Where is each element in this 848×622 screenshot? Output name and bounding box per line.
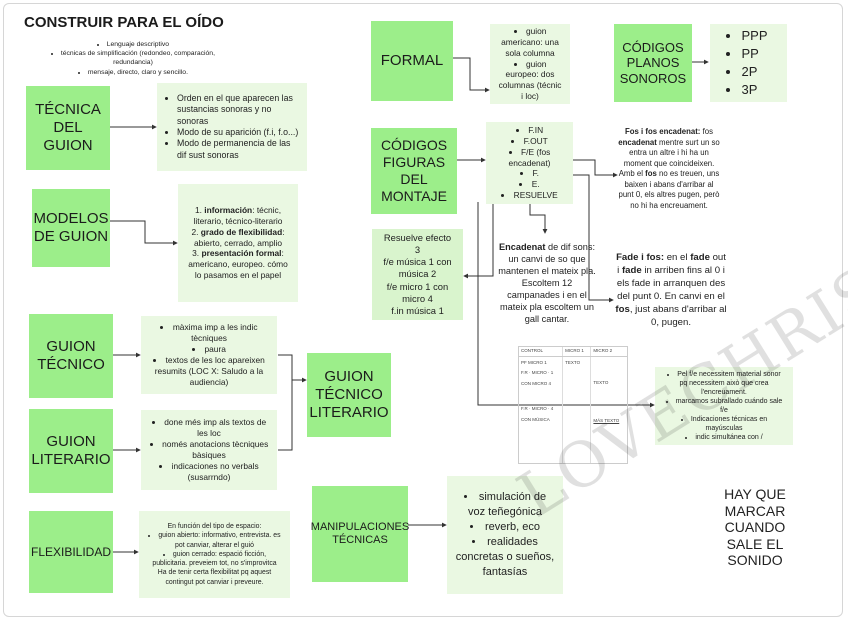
resuelve-line: f/e música 1 con música 2 [383, 256, 452, 280]
resuelve-line: Resuelve efecto 3 [383, 231, 452, 255]
node-modelos-de-guion: MODELOS DE GUION [32, 189, 110, 267]
resuelve-box: Resuelve efecto 3 f/e música 1 con músic… [372, 229, 463, 320]
node-manipulaciones-tecnicas: MANIPULACIONES TÉCNICAS [311, 486, 409, 582]
formal-items-box: guion americano: una sola columna guion … [490, 24, 570, 104]
note-item: Pel f/e necessitem material sonor pq nec… [663, 370, 785, 397]
node-formal: FORMAL [371, 21, 453, 101]
arrow-formal [453, 57, 490, 93]
tecnica-items-box: Orden en el que aparecen las sustancias … [157, 83, 307, 171]
intro-list: Lenguaje descriptivo técnicas de simplif… [38, 40, 228, 77]
arrow-resuelve [463, 202, 494, 279]
plano-item: PPP [741, 27, 767, 45]
guion-tecnico-items-box: màxima imp a les indic tècniques paura t… [141, 316, 277, 394]
page-title: CONSTRUIR PARA EL OÍDO [24, 14, 224, 31]
node-codigos-planos-sonoros: CÓDIGOS PLANOS SONOROS [614, 24, 692, 102]
flexibilidad-tail: Ha de tenir certa flexibilitat pq aquest… [157, 569, 272, 586]
flexibilidad-item: guion abierto: informativo, entrevista. … [147, 531, 282, 550]
modelos-items-box: información: técnic, literario, técnico-… [178, 184, 298, 302]
table-header: MICRO 1 [562, 347, 591, 357]
arrow-encadenat [529, 202, 548, 234]
figura-item: F.IN [494, 125, 565, 136]
fade-text: Fade i fos: en el fade out i fade in arr… [615, 252, 727, 328]
figura-item: F/E (fos encadenat) [494, 147, 565, 169]
figura-item: F.OUT [494, 136, 565, 147]
fos-text: Fos i fos encadenat: fos encadenat mentr… [618, 127, 720, 210]
intro-item: técnicas de simplificación (redondeo, co… [38, 49, 228, 67]
table-cell: TEXTO MÁS TEXTO [590, 356, 627, 463]
table-cell: TEXTO [562, 356, 591, 463]
plano-item: 3P [741, 81, 767, 99]
tecnico-item: textos de les loc apareixen resumits (LO… [149, 355, 269, 388]
canvas-frame [3, 3, 843, 617]
literario-item: done més imp als textos de les loc [149, 417, 269, 439]
flexibilidad-text-box: En función del tipo de espacio: guion ab… [139, 511, 290, 598]
table-header: CONTROL [519, 347, 563, 357]
node-tecnica-del-guion: TÉCNICA DEL GUION [26, 86, 110, 170]
tecnica-item: Modo de permanencia de las dif sust sono… [177, 138, 299, 161]
notes-box: Pel f/e necessitem material sonor pq nec… [655, 367, 793, 445]
intro-item: mensaje, directo, claro y sencillo. [38, 68, 228, 77]
intro-item: Lenguaje descriptivo [38, 40, 228, 49]
tecnico-item: màxima imp a les indic tècniques [149, 322, 269, 344]
tecnica-item: Orden en el que aparecen las sustancias … [177, 93, 299, 127]
manipulaciones-item: simulación de voz teñegónica [455, 490, 555, 520]
arrow-fos [573, 159, 618, 178]
arrow-modelos [110, 220, 178, 246]
note-item: Indicaciones técnicas en mayúsculas [663, 415, 785, 433]
figura-item: RESUELVE [494, 190, 565, 201]
manipulaciones-item: realidades concretas o sueños, fantasías [455, 535, 555, 580]
flexibilidad-item: guion cerrado: espació ficción, publicit… [147, 550, 282, 569]
join-guion [278, 354, 293, 451]
note-item: marcamos subrallado cuándo sale f/e [663, 397, 785, 415]
modelos-item: información: técnic, literario, técnico-… [186, 205, 290, 227]
figuras-items-box: F.IN F.OUT F/E (fos encadenat) F. E. RES… [486, 122, 573, 204]
node-guion-tecnico-literario: GUION TÉCNICO LITERARIO [307, 353, 391, 437]
manipulaciones-item: reverb, eco [455, 520, 555, 535]
plano-item: PP [741, 45, 767, 63]
node-guion-tecnico: GUION TÉCNICO [29, 314, 113, 398]
arrow-fade [573, 174, 614, 303]
marcar-sonido-text: HAY QUE MARCAR CUANDO SALE EL SONIDO [724, 486, 786, 569]
literario-item: només anotacions tècniques bàsiques [149, 439, 269, 461]
figura-item: E. [494, 179, 565, 190]
script-table: CONTROL MICRO 1 MICRO 2 PF MICRO 1 F.R ·… [518, 346, 628, 464]
resuelve-line: f.in música 1 [391, 305, 444, 317]
formal-item: guion europeo: dos columnas (técnic i lo… [498, 59, 562, 103]
manipulaciones-items-box: simulación de voz teñegónica reverb, eco… [447, 476, 563, 594]
plano-item: 2P [741, 63, 767, 81]
resuelve-line: f/e micro 1 con micro 4 [386, 280, 449, 304]
tecnico-item: paura [149, 344, 269, 355]
modelos-item: grado de flexibilidad: abierto, cerrado,… [186, 227, 290, 249]
planos-items-box: PPP PP 2P 3P [710, 24, 787, 102]
tecnica-item: Modo de su aparición (f.i, f.o...) [177, 127, 299, 138]
formal-item: guion americano: una sola columna [498, 26, 562, 59]
figura-item: F. [494, 168, 565, 179]
node-codigos-figuras-del-montaje: CÓDIGOS FIGURAS DEL MONTAJE [371, 128, 457, 214]
table-header: MICRO 2 [590, 347, 627, 357]
node-guion-literario: GUION LITERARIO [29, 409, 113, 493]
table-cell: PF MICRO 1 F.R · MICRO · 1 CON MICRO 4 F… [521, 359, 554, 422]
flexibilidad-lead: En función del tipo de espacio: [167, 522, 262, 530]
guion-literario-items-box: done més imp als textos de les loc només… [141, 410, 277, 490]
encadenat-text: Encadenat de dif sons: un canvi de so qu… [498, 242, 596, 324]
node-flexibilidad: FLEXIBILIDAD [29, 511, 113, 593]
modelos-item: presentación formal: americano, europeo.… [186, 248, 290, 281]
note-item: indic simultánea con / [663, 433, 785, 442]
literario-item: indicaciones no verbals (susarrndo) [149, 461, 269, 483]
